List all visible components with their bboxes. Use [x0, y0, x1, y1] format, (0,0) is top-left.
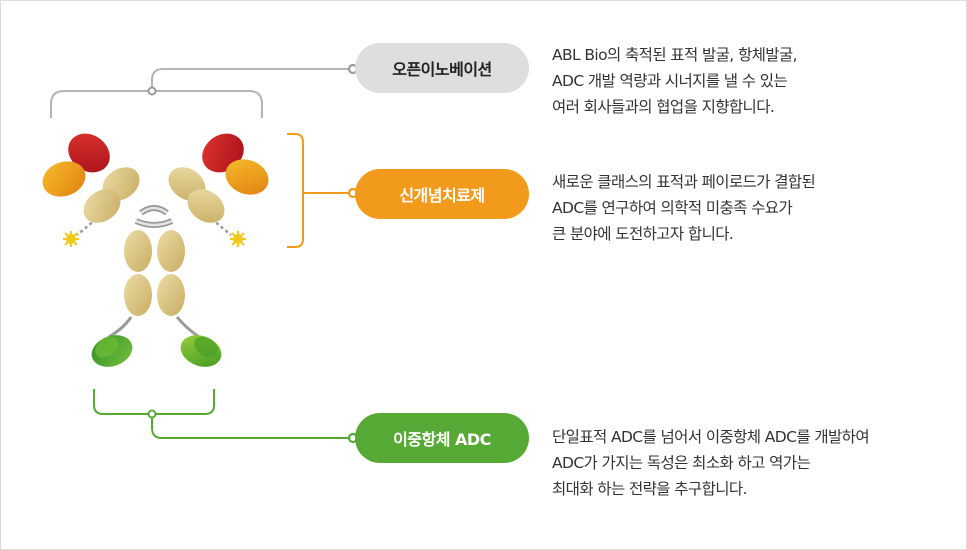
open-innovation-label: 오픈이노베이션	[355, 43, 529, 93]
description-line: ABL Bio의 축적된 표적 발굴, 항체발굴,	[552, 46, 798, 64]
description-line: 큰 분야에 도전하고자 합니다.	[552, 225, 734, 243]
new-therapy-label: 신개념치료제	[355, 169, 529, 219]
new-therapy-description: 새로운 클래스의 표적과 페이로드가 결합된 ADC를 연구하여 의학적 미충족…	[552, 169, 962, 247]
payload-right	[230, 231, 246, 247]
description-line: ADC를 연구하여 의학적 미충족 수요가	[552, 199, 793, 217]
bispecific-connector	[93, 389, 359, 444]
bispecific-adc-label: 이중항체 ADC	[355, 413, 529, 463]
description-line: 새로운 클래스의 표적과 페이로드가 결합된	[552, 173, 816, 191]
antibody	[42, 133, 269, 367]
open-innovation-connector	[50, 63, 359, 118]
description-line: ADC 개발 역량과 시너지를 낼 수 있는	[552, 72, 788, 90]
payload-left	[63, 231, 79, 247]
description-line: 여러 회사들과의 협업을 지향합니다.	[552, 98, 775, 116]
new-therapy-connector	[287, 133, 359, 248]
description-line: 최대화 하는 전략을 추구합니다.	[552, 480, 747, 498]
bispecific-adc-description: 단일표적 ADC를 넘어서 이중항체 ADC를 개발하여 ADC가 가지는 독성…	[552, 424, 962, 502]
open-innovation-description: ABL Bio의 축적된 표적 발굴, 항체발굴, ADC 개발 역량과 시너지…	[552, 42, 962, 120]
description-line: ADC가 가지는 독성은 최소화 하고 역가는	[552, 454, 811, 472]
description-line: 단일표적 ADC를 넘어서 이중항체 ADC를 개발하여	[552, 428, 870, 446]
